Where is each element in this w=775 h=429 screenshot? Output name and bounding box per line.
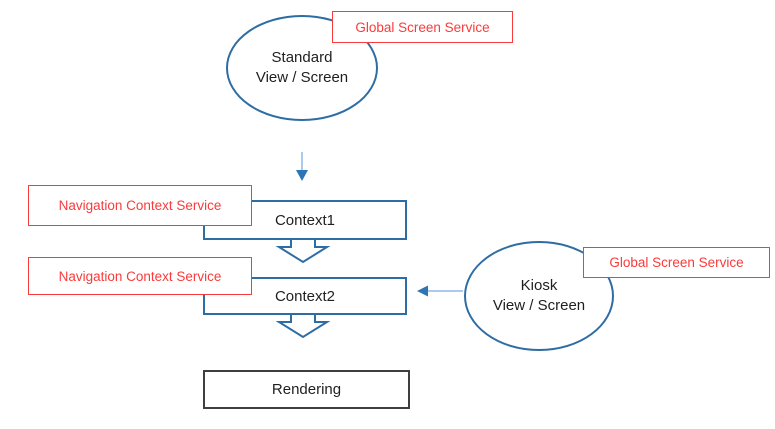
context2-label: Context2 xyxy=(274,287,336,305)
hollow-down-arrow-icon-2 xyxy=(275,313,331,339)
annotation-navigation-context-service-upper-label: Navigation Context Service xyxy=(58,198,222,213)
annotation-global-screen-service-top-label: Global Screen Service xyxy=(355,19,490,35)
annotation-navigation-context-service-lower: Navigation Context Service xyxy=(28,257,252,295)
annotation-global-screen-service-right: Global Screen Service xyxy=(583,247,770,278)
standard-view-screen-label-line1: Standard xyxy=(271,48,333,66)
down-arrow-icon xyxy=(296,152,308,181)
annotation-navigation-context-service-upper: Navigation Context Service xyxy=(28,185,252,226)
kiosk-view-screen-label-line1: Kiosk xyxy=(520,276,558,294)
context1-label: Context1 xyxy=(274,211,336,229)
annotation-global-screen-service-top: Global Screen Service xyxy=(332,11,513,43)
rendering-node: Rendering xyxy=(203,370,410,409)
left-arrow-icon xyxy=(417,285,463,297)
standard-view-screen-label-line2: View / Screen xyxy=(255,69,349,86)
annotation-navigation-context-service-lower-label: Navigation Context Service xyxy=(58,268,222,284)
rendering-label: Rendering xyxy=(271,381,342,398)
hollow-down-arrow-icon-1 xyxy=(275,238,331,264)
annotation-global-screen-service-right-label: Global Screen Service xyxy=(609,255,744,270)
kiosk-view-screen-label-line2: View / Screen xyxy=(492,297,586,314)
